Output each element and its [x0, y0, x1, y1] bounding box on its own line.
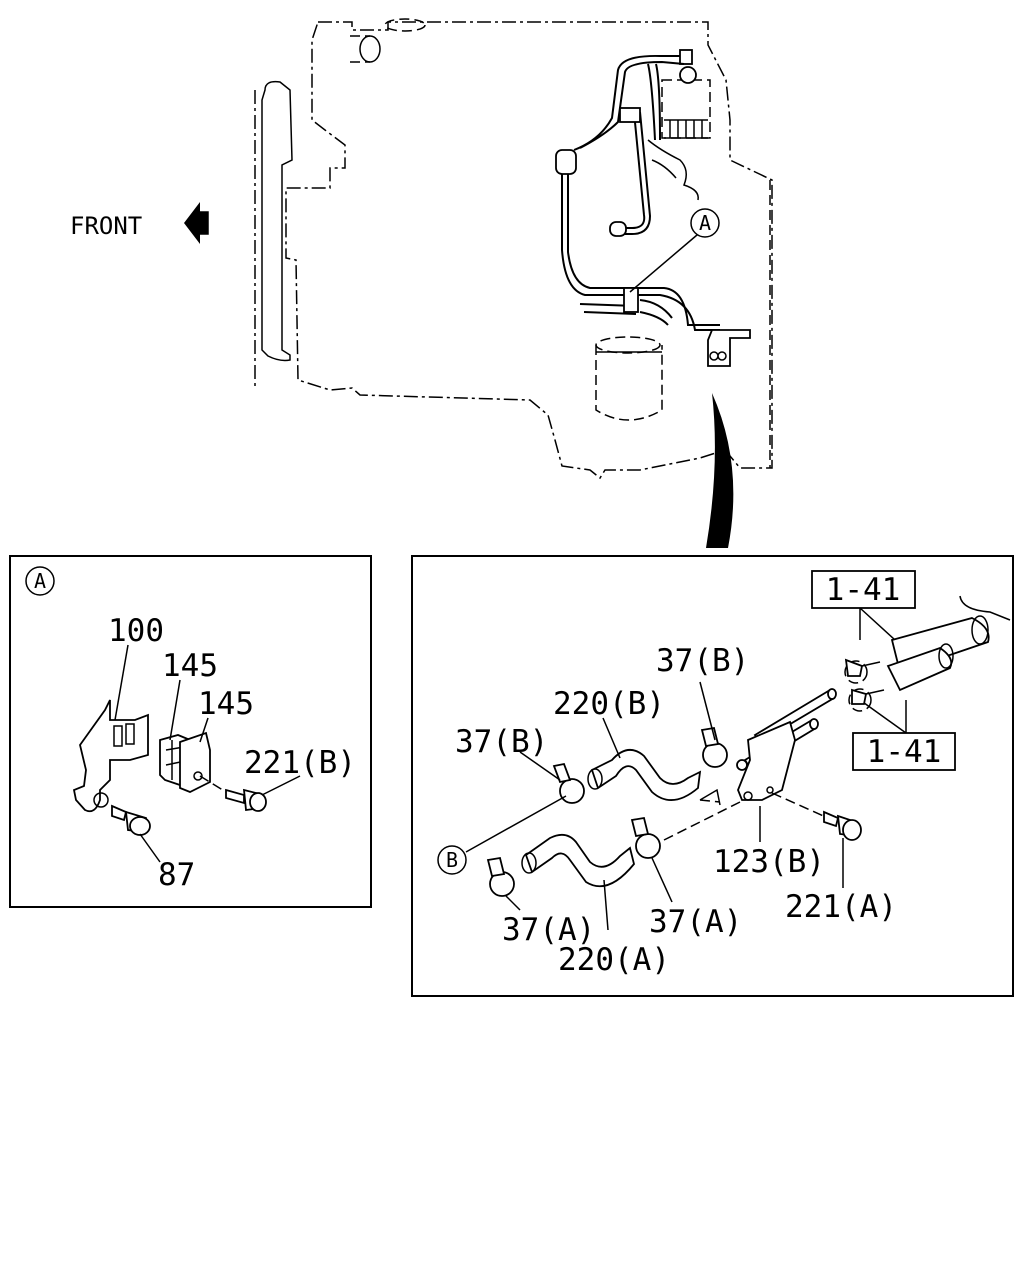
label-87: 87	[158, 857, 195, 893]
clamp-37b-right	[700, 726, 728, 768]
label-123b: 123(B)	[713, 844, 825, 880]
detail-a-panel: A	[9, 555, 372, 908]
engine-overview: A FRONT	[70, 18, 773, 548]
bolt-221a	[823, 810, 862, 841]
bolt-87	[111, 804, 151, 836]
label-221a: 221(A)	[785, 889, 897, 925]
label-221b: 221(B)	[244, 745, 356, 781]
bracket-100	[72, 699, 149, 813]
arrow-left-icon	[184, 202, 209, 244]
label-220b: 220(B)	[553, 686, 665, 722]
clip-145	[159, 731, 211, 793]
detail-b-panel: 1-41 1-41	[411, 555, 1014, 997]
bolt-221b	[199, 775, 267, 812]
label-37b-left: 37(B)	[455, 724, 548, 760]
ref-box-top[interactable]	[811, 570, 916, 609]
label-37b-right: 37(B)	[656, 643, 749, 679]
pipe-ends	[844, 595, 1011, 712]
ref-top: 1-41	[826, 572, 901, 608]
label-145-top: 145	[162, 648, 218, 684]
ref-box-bottom[interactable]	[852, 732, 956, 771]
hose-220a	[521, 833, 635, 888]
label-37a-left: 37(A)	[502, 912, 595, 948]
leader-arrow-to-detail-b	[706, 393, 734, 548]
front-label: FRONT	[70, 212, 142, 240]
clamp-37b-left	[552, 762, 585, 804]
clamp-37a-mid	[630, 816, 661, 859]
detail-b-badge: B	[446, 848, 458, 872]
label-220a: 220(A)	[558, 942, 670, 978]
callout-a-letter: A	[699, 211, 711, 235]
callout-a-circle[interactable]	[690, 208, 720, 238]
detail-a-badge: A	[34, 569, 46, 593]
label-37a-mid: 37(A)	[649, 904, 742, 940]
detail-a-badge-circle	[25, 566, 55, 596]
bracket-123b	[736, 720, 796, 801]
hose-220b	[587, 749, 702, 801]
ref-bottom: 1-41	[867, 734, 942, 770]
clamp-37a-left	[486, 856, 515, 897]
label-100: 100	[108, 613, 164, 649]
label-145-bottom: 145	[198, 686, 254, 722]
detail-b-badge-circle	[437, 845, 467, 875]
